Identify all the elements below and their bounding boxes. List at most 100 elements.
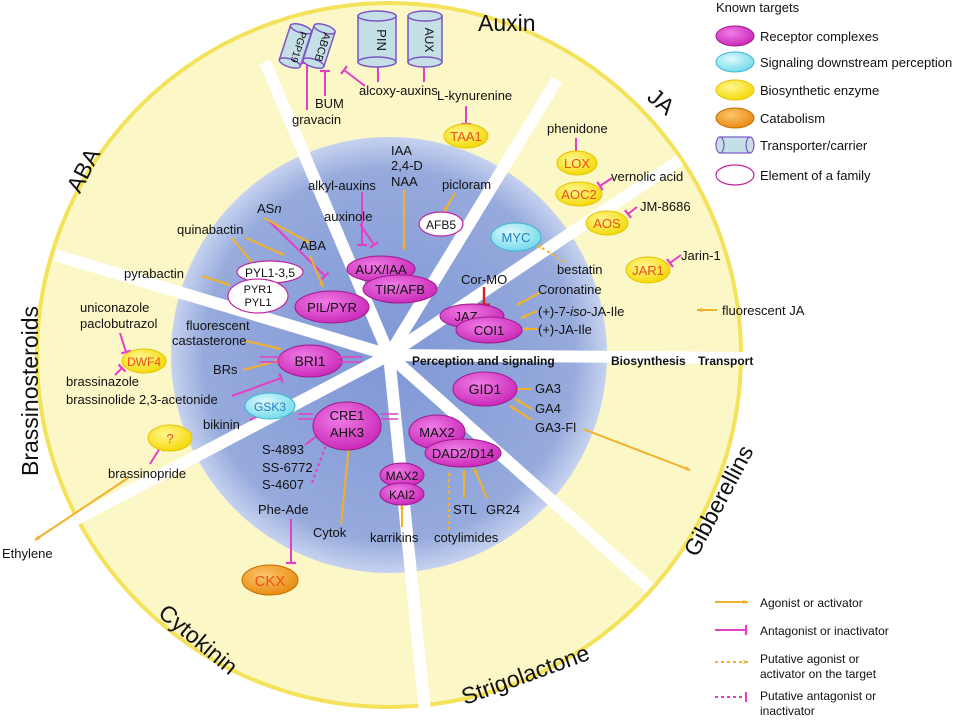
legend-signaling-label: Signaling downstream perception — [760, 55, 952, 70]
inhibit-auxinole-auxiaa — [359, 223, 379, 249]
receptor-gid1: GID1 — [452, 371, 518, 407]
label-fluorescent-ja: fluorescent JA — [722, 303, 805, 318]
cre1-label: CRE1 — [330, 408, 365, 423]
aos-label: AOS — [593, 216, 621, 231]
interaction-arrows — [34, 61, 717, 565]
label-auxinole: auxinole — [324, 209, 372, 224]
agonist-brassinopride-ethylene — [34, 477, 129, 541]
label-aba-ligand: ABA — [300, 238, 326, 253]
legend-item-element: Element of a family — [715, 164, 871, 186]
pyl1-label: PYL1 — [245, 297, 272, 309]
agonist-ga4-gid1 — [514, 398, 533, 410]
label-paclobutrazol: paclobutrazol — [80, 316, 157, 331]
label-gr24: GR24 — [486, 502, 520, 517]
agonist-ga3fl-gid1 — [509, 405, 533, 421]
enzyme-taa1: TAA1 — [443, 123, 489, 149]
label-ga4: GA4 — [535, 401, 561, 416]
receptor-tir-afb: TIR/AFB — [362, 274, 438, 304]
label-phenidone: phenidone — [547, 121, 608, 136]
hormone-label-auxin: Auxin — [478, 10, 536, 36]
legend-element-swatch — [715, 164, 755, 186]
legend-item-putative-agonist: Putative agonist or activator on the tar… — [715, 652, 877, 681]
inhibit-brassinolide-bri1 — [231, 372, 284, 397]
agonist-quinabactin-pyl135 — [231, 237, 256, 267]
max2-b-label: MAX2 — [386, 469, 419, 483]
aoc2-label: AOC2 — [561, 187, 596, 202]
enzyme-unknown: ? — [147, 424, 193, 452]
legend-transporter-label: Transporter/carrier — [760, 138, 868, 153]
label-castasterone: castasterone — [172, 333, 246, 348]
legend-putative-agonist-line1: Putative agonist or — [760, 652, 859, 666]
legend-item-catabolism: Catabolism — [715, 107, 825, 129]
unknown-label: ? — [166, 431, 173, 446]
label-brassinopride: brassinopride — [108, 466, 186, 481]
legend-biosynthetic-label: Biosynthetic enzyme — [760, 83, 879, 98]
label-ga3-fl: GA3-Fl — [535, 420, 576, 435]
inhibit-uniconazole-dwf4 — [119, 332, 132, 355]
inhibit-brassinopride-unknown — [149, 444, 165, 465]
aux-iaa-label: AUX/IAA — [355, 262, 407, 277]
legend-item-signaling: Signaling downstream perception — [715, 51, 952, 73]
element-afb5: AFB5 — [418, 211, 464, 237]
coi1-label: COI1 — [474, 323, 504, 338]
label-s-4893: S-4893 — [262, 442, 304, 457]
receptor-max2-dad2: MAX2 DAD2/D14 — [408, 414, 502, 468]
label-s-4607: S-4607 — [262, 477, 304, 492]
signaling-gsk3: GSK3 — [244, 392, 296, 420]
transporter-pin: PIN — [357, 10, 397, 68]
inhibit-jm8686-aos — [624, 206, 638, 219]
legend-putative-antagonist-line2: inactivator — [760, 704, 815, 718]
enzyme-jar1: JAR1 — [625, 256, 671, 284]
label-bikinin: bikinin — [203, 417, 240, 432]
catabolism-ckx: CKX — [241, 564, 299, 596]
label-quinabactin: quinabactin — [177, 222, 244, 237]
label-cytok: Cytok — [313, 525, 347, 540]
transporter-abcb: ABCB — [302, 23, 336, 69]
tir-afb-label: TIR/AFB — [375, 282, 425, 297]
jar1-label: JAR1 — [632, 263, 664, 278]
legend-title: Known targets — [716, 0, 800, 15]
label-ja-ile: (+)-JA-Ile — [538, 322, 592, 337]
label-ga3: GA3 — [535, 381, 561, 396]
label-bum: BUM — [315, 96, 344, 111]
label-perception-signaling: Perception and signaling — [412, 354, 555, 368]
enzyme-aoc2: AOC2 — [555, 181, 603, 207]
label-ethylene: Ethylene — [2, 546, 53, 561]
legend-agonist-label: Agonist or activator — [760, 596, 863, 610]
dwf4-label: DWF4 — [127, 355, 161, 369]
agonist-quinabactin-pyl — [245, 237, 285, 256]
receptor-bri1: BRI1 — [260, 344, 362, 378]
aux-transporter-label: AUX — [422, 28, 436, 53]
ahk3-label: AHK3 — [330, 425, 364, 440]
compound-labels: BUM gravacin alcoxy-auxins L-kynurenine … — [2, 83, 805, 561]
label-asn: ASn — [257, 201, 282, 216]
agonist-castasterone-bri1 — [245, 340, 282, 351]
label-phe-ade: Phe-Ade — [258, 502, 309, 517]
max2-a-label: MAX2 — [419, 425, 454, 440]
pyl135-label: PYL1-3,5 — [245, 266, 295, 280]
enzyme-lox: LOX — [556, 150, 598, 176]
label-alcoxy-auxins: alcoxy-auxins — [359, 83, 438, 98]
label-iaa: IAA — [391, 143, 412, 158]
element-pyr1-pyl1: PYR1 PYL1 — [227, 278, 289, 314]
label-bestatin: bestatin — [557, 262, 603, 277]
label-coronatine: Coronatine — [538, 282, 602, 297]
label-alkyl-auxins: alkyl-auxins — [308, 178, 376, 193]
agonist-coronatine-coi1 — [516, 291, 542, 306]
label-gravacin: gravacin — [292, 112, 341, 127]
enzyme-aos: AOS — [585, 210, 629, 236]
label-cor-mo: Cor-MO — [461, 272, 507, 287]
inhibit-jarin1-jar1 — [666, 254, 682, 268]
agonist-pyrabactin-pyr1 — [201, 275, 231, 286]
label-stl: STL — [453, 502, 477, 517]
legend-antagonist-label: Antagonist or inactivator — [760, 624, 889, 638]
legend-signaling-swatch — [715, 51, 755, 73]
agonist-gr24-dad2 — [473, 467, 488, 499]
element-pyl135: PYL1-3,5 — [236, 260, 304, 284]
lox-label: LOX — [564, 156, 590, 171]
inhibit-alcoxy-abcb — [340, 65, 366, 87]
myc-label: MYC — [502, 230, 531, 245]
label-fluorescent: fluorescent — [186, 318, 250, 333]
receptor-max2-kai2: MAX2 KAI2 — [379, 462, 425, 506]
